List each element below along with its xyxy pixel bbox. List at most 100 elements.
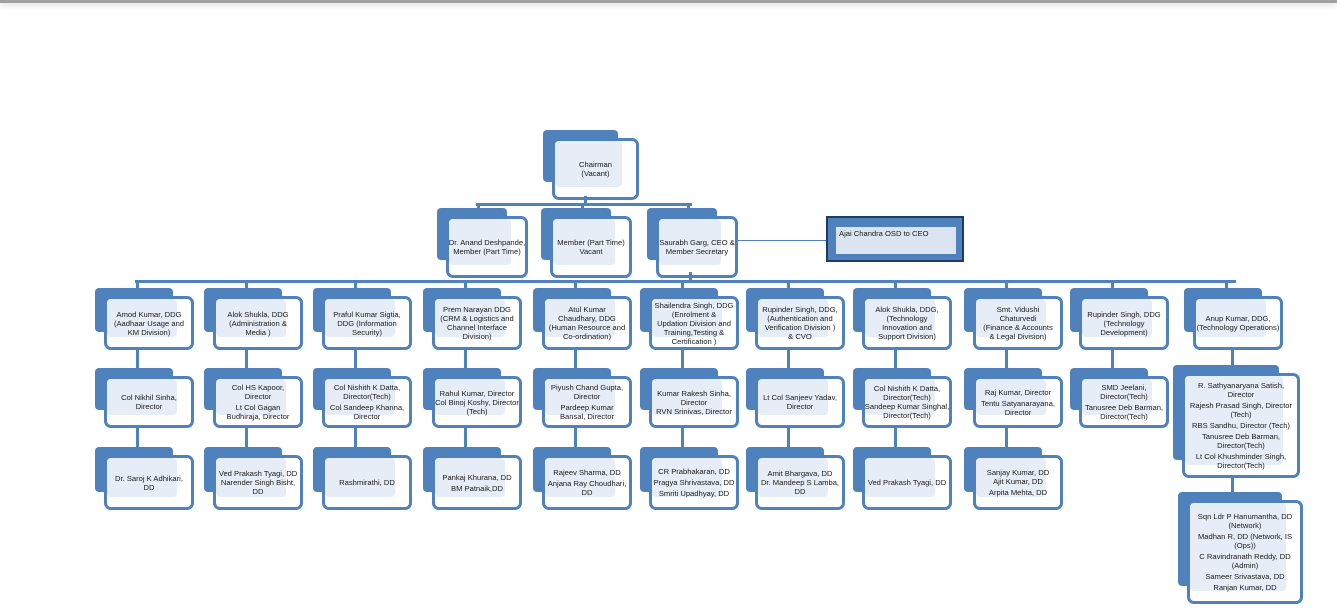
node-text-line: R. Sathyanaryana Satish,: [1197, 381, 1285, 390]
connector: [136, 350, 139, 370]
node-text-line: Director(Tech): [883, 393, 931, 402]
connector: [245, 350, 248, 370]
node-text-line: (Tech): [466, 406, 488, 416]
connector: [894, 428, 897, 449]
node-text-line: Atul Kumar: [568, 305, 606, 314]
node-text-line: Amod Kumar, DDG: [116, 309, 182, 319]
connector: [894, 350, 897, 370]
member-node: Dr. Anand Deshpande,Member (Part Time): [446, 216, 528, 278]
member-node: Saurabh Garg, CEO &Member Secretary: [656, 216, 738, 278]
node-text-line: & CVO: [788, 332, 812, 341]
node-text-line: (CRM & Logistics and: [440, 314, 514, 323]
osd-label: Ajai Chandra OSD to CEO: [839, 229, 929, 238]
osd-box: Ajai Chandra OSD to CEO: [826, 216, 964, 262]
node-text-line: Rajeev Sharma, DD: [553, 468, 621, 477]
connector: [1005, 280, 1008, 289]
node-text-line: DD: [143, 482, 155, 492]
node-text-line: Certification ): [671, 336, 717, 346]
connector: [574, 428, 577, 449]
node-text-line: Channel Interface: [447, 323, 507, 332]
node-text-line: Chaturvedi: [999, 314, 1037, 323]
node-text-line: Director: [786, 402, 814, 411]
node-text-line: Narender Singh Bisht,: [220, 478, 296, 487]
connector: [1231, 478, 1234, 494]
node-text-line: Director: [353, 412, 381, 421]
node-text-line: Director(Tech): [1100, 412, 1148, 421]
dd-node: CR Prabhakaran, DD Pragya Shrivastava, DD…: [649, 455, 739, 510]
node-text-line: (Ops)): [1234, 541, 1256, 550]
node-text-line: (Authentication and: [767, 314, 833, 323]
connector: [354, 280, 357, 289]
node-text-line: Rashmirathi, DD: [339, 478, 395, 487]
node-text-line: CR Prabhakaran, DD: [658, 467, 730, 476]
node-text-line: Col Sandeep Khanna,: [329, 403, 405, 412]
node-text-line: Shailendra Singh, DDG: [654, 300, 734, 310]
node-text-line: Saurabh Garg, CEO &: [659, 238, 735, 247]
node-text-line: (Technology: [1103, 318, 1145, 328]
node-text-line: Security): [352, 327, 382, 337]
osd-connector: [735, 240, 826, 241]
connector: [1225, 280, 1228, 289]
node-text-line: Raj Kumar, Director: [984, 387, 1052, 397]
node-text-line: Updation Division and: [657, 318, 731, 328]
connector: [1111, 280, 1114, 289]
node-text-line: (Enrolment &: [671, 309, 717, 319]
node-text-line: RBS Sandhu, Director (Tech): [1192, 421, 1290, 430]
node-text-line: DD: [252, 487, 264, 496]
node-text-line: Sandeep Kumar Singhal,: [864, 402, 950, 411]
connector: [689, 272, 692, 282]
node-text-line: Kumar Rakesh Sinha,: [657, 388, 731, 398]
connector: [245, 280, 248, 289]
connector: [681, 280, 684, 289]
node-text-line: Verification Division ): [764, 323, 836, 332]
node-text-line: (Admin): [1231, 561, 1259, 570]
node-text-line: Sameer Srivastava, DD: [1205, 572, 1285, 581]
node-text-line: Praful Kumar Sigtia,: [333, 309, 401, 319]
member-node: Member (Part Time)Vacant: [550, 216, 632, 278]
node-text-line: Member (Part Time): [557, 238, 625, 247]
director-node: Col Nikhil Sinha,Director: [104, 376, 194, 428]
node-text-line: Tanusree Deb Barman,: [1201, 432, 1281, 441]
connector: [136, 428, 139, 449]
ddg-node: Alok Shukla, DDG(Administration &Media ): [213, 296, 303, 350]
chairman-node: Chairman(Vacant): [552, 138, 639, 200]
connector: [681, 350, 684, 370]
director-node: Col Nishith K Datta,Director(Tech)Sandee…: [862, 376, 952, 428]
node-text-line: Dr. Saroj K Adhikari,: [115, 473, 183, 483]
node-text-line: Smriti Upadhyay, DD: [658, 489, 730, 498]
node-text-line: Anup Kumar, DDG,: [1205, 314, 1271, 323]
node-text-line: Pragya Shrivastava, DD: [653, 478, 735, 487]
node-text-line: Director: [680, 397, 708, 407]
connector: [1111, 350, 1114, 370]
node-text-line: Pardeep Kumar: [560, 403, 614, 412]
connector: [135, 280, 1236, 283]
node-text-line: BM Patnaik,DD: [451, 483, 503, 493]
connector: [584, 196, 587, 206]
node-text-line: Innovation and: [882, 323, 932, 332]
director-node: SMD Jeelani,Director(Tech)Tanusree Deb B…: [1079, 376, 1169, 428]
node-text-line: Dr. Mandeep S Lamba,: [760, 478, 840, 487]
node-text-line: Director(Tech): [343, 392, 391, 401]
node-text-line: DD: [794, 487, 806, 496]
node-text-line: (Technology Operations): [1196, 323, 1280, 332]
connector: [464, 350, 467, 370]
node-text-line: Alok Shukla, DDG: [227, 309, 289, 319]
node-text-line: (Aadhaar Usage and: [113, 318, 185, 328]
connector: [687, 203, 690, 211]
ddg-node: Anup Kumar, DDG,(Technology Operations): [1193, 296, 1283, 350]
node-text-line: Bansal, Director: [559, 412, 615, 421]
connector: [245, 428, 248, 449]
node-text-line: Division): [462, 332, 492, 341]
